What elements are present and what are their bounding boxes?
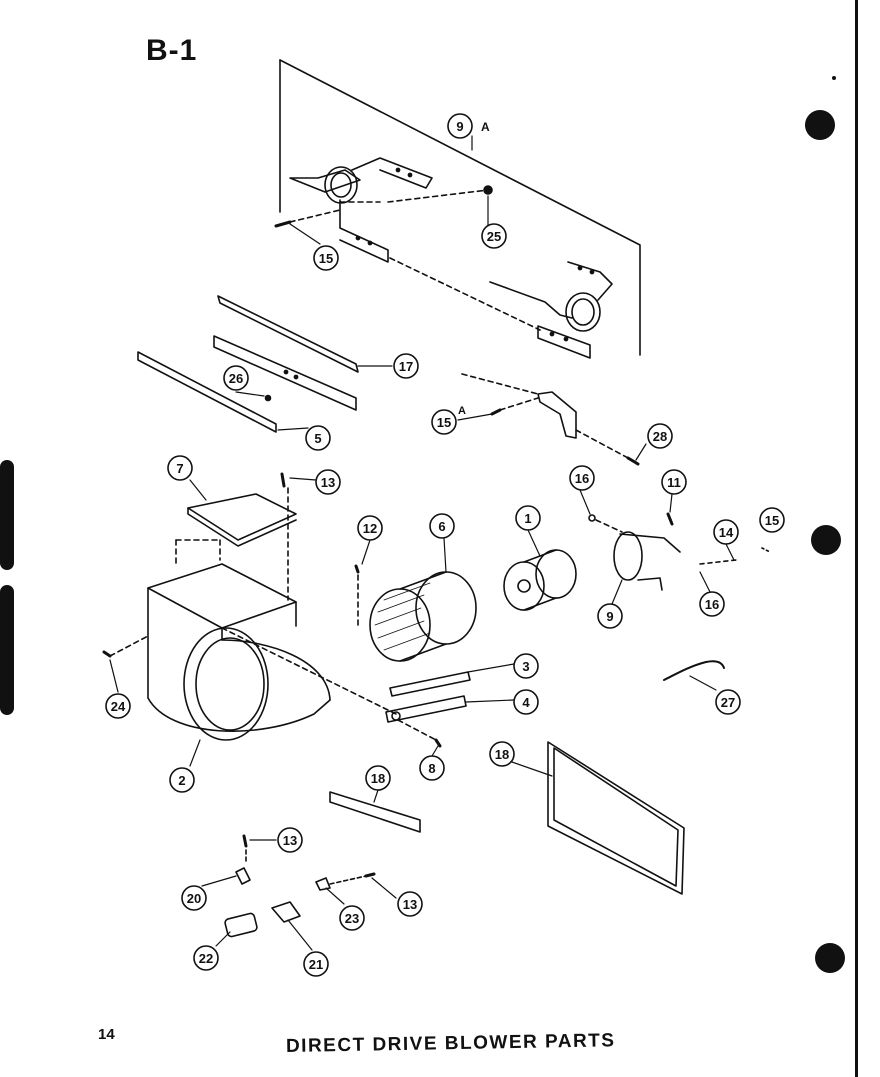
callout-23: 23 — [339, 905, 365, 931]
svg-text:16: 16 — [575, 471, 589, 486]
svg-text:13: 13 — [283, 833, 297, 848]
svg-text:3: 3 — [522, 659, 529, 674]
svg-text:26: 26 — [229, 371, 243, 386]
wire-harness-27 — [663, 660, 725, 681]
callout-5: 5 — [305, 425, 331, 451]
callout-25: 25 — [481, 223, 507, 249]
callout-2: 2 — [169, 767, 195, 793]
svg-text:21: 21 — [309, 957, 323, 972]
svg-text:22: 22 — [199, 951, 213, 966]
callout-11: 11 — [661, 469, 687, 495]
svg-text:1: 1 — [524, 511, 531, 526]
callout-18: 18 — [489, 741, 515, 767]
svg-text:8: 8 — [428, 761, 435, 776]
callout-20: 20 — [181, 885, 207, 911]
screw-15 — [274, 220, 292, 228]
callout-13b: 13 — [277, 827, 303, 853]
svg-text:9: 9 — [456, 119, 463, 134]
svg-text:18: 18 — [495, 747, 509, 762]
callout-15c: 15 — [759, 507, 785, 533]
callout-13: 13 — [315, 469, 341, 495]
svg-text:14: 14 — [719, 525, 734, 540]
strap-4 — [385, 695, 467, 723]
callout-14: 14 — [713, 519, 739, 545]
svg-text:24: 24 — [111, 699, 126, 714]
callout-18b: 18 — [365, 765, 391, 791]
svg-text:18: 18 — [371, 771, 385, 786]
callout-15: 15 — [313, 245, 339, 271]
svg-text:16: 16 — [705, 597, 719, 612]
callout-3: 3 — [513, 653, 539, 679]
svg-text:A: A — [481, 120, 490, 134]
callout-24: 24 — [105, 693, 131, 719]
callout-28: 28 — [647, 423, 673, 449]
rail-17 — [213, 295, 359, 411]
svg-text:27: 27 — [721, 695, 735, 710]
svg-text:9: 9 — [606, 609, 613, 624]
callout-26: 26 — [223, 365, 249, 391]
svg-text:5: 5 — [314, 431, 321, 446]
capacitor-22 — [224, 912, 258, 938]
motor-mount-right — [489, 261, 613, 359]
svg-text:23: 23 — [345, 911, 359, 926]
svg-text:15: 15 — [765, 513, 779, 528]
svg-text:11: 11 — [667, 475, 681, 490]
svg-text:7: 7 — [176, 461, 183, 476]
blower-housing-2 — [109, 563, 399, 741]
svg-text:17: 17 — [399, 359, 413, 374]
binder-holes — [0, 0, 858, 1077]
callout-7: 7 — [167, 455, 193, 481]
motor-mount-left — [289, 157, 433, 263]
sheet-title: B-1 — [146, 34, 198, 67]
page-number: 14 — [98, 1026, 115, 1043]
callout-1: 1 — [515, 505, 541, 531]
svg-text:28: 28 — [653, 429, 667, 444]
svg-text:13: 13 — [321, 475, 335, 490]
callout-15a: 15 A — [431, 405, 466, 435]
callout-21: 21 — [303, 951, 329, 977]
callout-16b: 16 — [699, 591, 725, 617]
filter-18 — [547, 741, 685, 895]
svg-text:A: A — [458, 405, 466, 417]
filter-strip-18 — [329, 791, 421, 833]
svg-text:4: 4 — [522, 695, 530, 710]
callout-17: 17 — [393, 353, 419, 379]
callout-8: 8 — [419, 755, 445, 781]
callout-13c: 13 — [397, 891, 423, 917]
callout-22: 22 — [193, 945, 219, 971]
svg-text:12: 12 — [363, 521, 377, 536]
motor-band-9 — [588, 512, 681, 591]
callout-12: 12 — [357, 515, 383, 541]
cover-7 — [175, 472, 297, 601]
svg-text:13: 13 — [403, 897, 417, 912]
svg-text:25: 25 — [487, 229, 501, 244]
svg-text:6: 6 — [438, 519, 445, 534]
callout-4: 4 — [513, 689, 539, 715]
svg-text:2: 2 — [178, 773, 185, 788]
motor-1 — [503, 549, 577, 611]
strap-3 — [389, 671, 471, 697]
terminal-20 — [235, 834, 251, 885]
callout-9: 9 — [597, 603, 623, 629]
callout-16: 16 — [569, 465, 595, 491]
svg-text:15: 15 — [437, 415, 451, 430]
switch-21 — [271, 901, 301, 923]
svg-text:20: 20 — [187, 891, 201, 906]
rail-5 — [137, 351, 277, 433]
svg-text:15: 15 — [319, 251, 333, 266]
callout-6: 6 — [429, 513, 455, 539]
clip-23 — [315, 877, 331, 891]
leader-lines — [109, 135, 735, 951]
assembly-9a-outline — [279, 59, 641, 356]
callout-27: 27 — [715, 689, 741, 715]
bracket-15a — [461, 373, 640, 466]
blower-wheel-6 — [354, 564, 477, 662]
